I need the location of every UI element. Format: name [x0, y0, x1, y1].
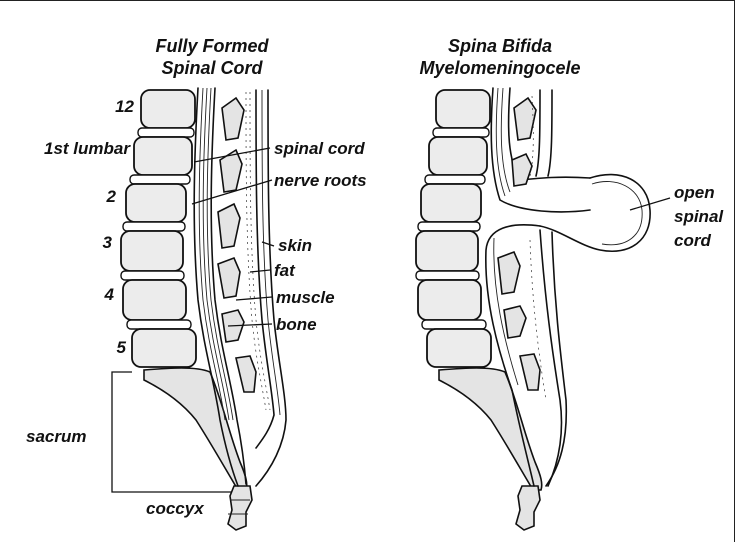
- normal-spine-illustration: [112, 88, 286, 530]
- spina-bifida-illustration: [416, 88, 670, 530]
- vertebra-l3: [121, 231, 183, 271]
- label-nerve-roots: nerve roots: [274, 171, 367, 190]
- disc: [127, 320, 191, 329]
- label-vertebra-l3: 3: [103, 233, 113, 252]
- label-vertebra-l4: 4: [104, 285, 115, 304]
- coccyx-shape-right: [516, 486, 540, 530]
- vertebral-bodies: [121, 90, 196, 367]
- label-muscle: muscle: [276, 288, 335, 307]
- label-spinal: spinal: [674, 207, 724, 226]
- label-vertebra-l5: 5: [117, 338, 127, 357]
- disc: [123, 222, 185, 231]
- label-open: open: [674, 183, 715, 202]
- label-fat: fat: [274, 261, 296, 280]
- left-title-line2: Spinal Cord: [161, 58, 263, 78]
- disc: [130, 175, 190, 184]
- label-spinal-cord: spinal cord: [274, 139, 365, 158]
- label-skin: skin: [278, 236, 312, 255]
- disc: [121, 271, 184, 280]
- label-coccyx: coccyx: [146, 499, 205, 518]
- spinous-processes-right: [498, 98, 540, 390]
- label-vertebra-12: 12: [115, 97, 134, 116]
- vertebra-l2: [126, 184, 186, 222]
- vertebra-12: [141, 90, 195, 128]
- vertebra-l1: [134, 137, 192, 175]
- left-title-line1: Fully Formed: [155, 36, 269, 56]
- right-title-line1: Spina Bifida: [448, 36, 552, 56]
- vertebra-l5: [132, 329, 196, 367]
- label-bone: bone: [276, 315, 317, 334]
- disc: [138, 128, 194, 137]
- vertebra-l4: [123, 280, 186, 320]
- label-sacrum: sacrum: [26, 427, 86, 446]
- vertebral-bodies-right: [416, 90, 491, 367]
- label-vertebra-l2: 2: [106, 187, 117, 206]
- label-cord: cord: [674, 231, 711, 250]
- right-title-line2: Myelomeningocele: [419, 58, 580, 78]
- label-vertebra-l1: 1st lumbar: [44, 139, 131, 158]
